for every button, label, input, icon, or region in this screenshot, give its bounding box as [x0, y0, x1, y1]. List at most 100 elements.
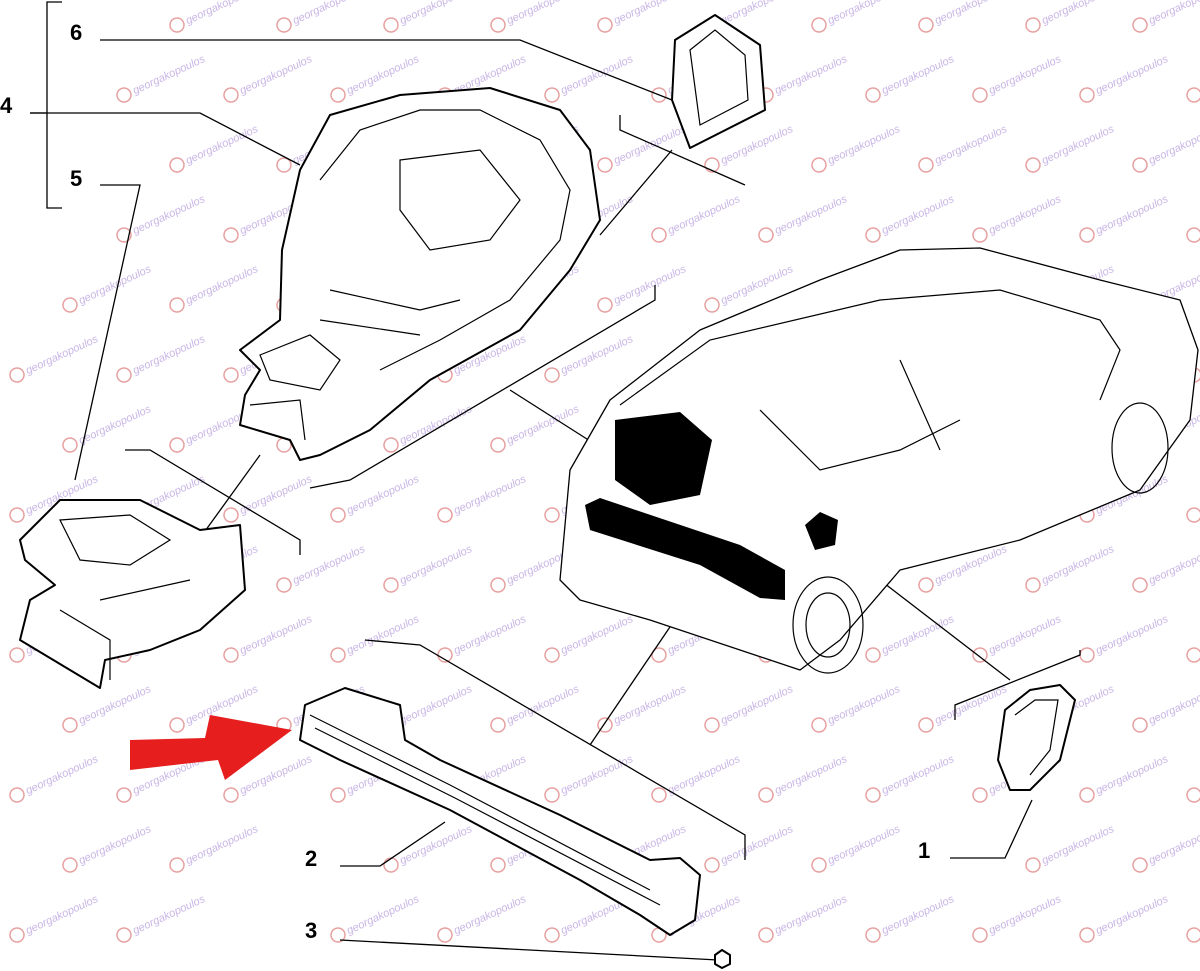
watermark-logo: georgakopoulos [544, 613, 635, 663]
svg-text:georgakopoulos: georgakopoulos [452, 613, 528, 657]
svg-text:georgakopoulos: georgakopoulos [1147, 683, 1200, 727]
watermark-logo: georgakopoulos [276, 543, 367, 593]
bracket-2 [364, 639, 746, 860]
svg-text:georgakopoulos: georgakopoulos [24, 753, 100, 797]
watermark-logo: georgakopoulos [276, 0, 367, 33]
highlight-arrow [130, 715, 292, 780]
svg-text:georgakopoulos: georgakopoulos [1094, 893, 1170, 937]
watermark-logo: georgakopoulos [490, 403, 581, 453]
watermark-logo: georgakopoulos [1025, 0, 1116, 33]
watermark-logo: georgakopoulos [1186, 647, 1200, 663]
part-1-cover [997, 684, 1076, 791]
svg-text:georgakopoulos: georgakopoulos [291, 543, 367, 587]
svg-text:georgakopoulos: georgakopoulos [880, 193, 956, 237]
watermark-logo: georgakopoulos [597, 683, 688, 733]
callout-2: 2 [305, 846, 317, 871]
group-bracket [30, 1, 62, 209]
highlight-cover [805, 512, 838, 550]
callout-4: 4 [0, 93, 13, 118]
link-6 [599, 149, 673, 236]
car-illustration [559, 247, 1199, 674]
watermark-logo: georgakopoulos [865, 53, 956, 103]
part-5-support [19, 499, 246, 689]
watermark-logo: georgakopoulos [597, 0, 688, 33]
watermark-logo: georgakopoulos [544, 753, 635, 803]
svg-text:georgakopoulos: georgakopoulos [719, 683, 795, 727]
watermark-logo: georgakopoulos [972, 193, 1063, 243]
svg-text:georgakopoulos: georgakopoulos [1040, 0, 1116, 27]
watermark-logo: georgakopoulos [437, 893, 528, 943]
watermark-logo: georgakopoulos [758, 753, 849, 803]
watermark-logo: georgakopoulos [1186, 787, 1200, 803]
svg-text:georgakopoulos: georgakopoulos [612, 263, 688, 307]
svg-text:georgakopoulos: georgakopoulos [184, 823, 260, 867]
watermark-logo: georgakopoulos [62, 263, 153, 313]
watermark-logo: georgakopoulos [865, 613, 956, 663]
svg-text:georgakopoulos: georgakopoulos [880, 893, 956, 937]
svg-text:georgakopoulos: georgakopoulos [398, 683, 474, 727]
watermark-logo: georgakopoulos [116, 893, 207, 943]
watermark-logo: georgakopoulos [1025, 543, 1116, 593]
watermark-logo: georgakopoulos [62, 403, 153, 453]
watermark-logo: georgakopoulos [651, 753, 742, 803]
svg-text:georgakopoulos: georgakopoulos [1147, 123, 1200, 167]
svg-text:georgakopoulos: georgakopoulos [719, 823, 795, 867]
watermark-logo: georgakopoulos [811, 123, 902, 173]
watermark-logo: georgakopoulos [9, 753, 100, 803]
svg-text:georgakopoulos: georgakopoulos [291, 0, 367, 27]
watermark-logo: georgakopoulos [330, 613, 421, 663]
svg-text:georgakopoulos: georgakopoulos [880, 53, 956, 97]
svg-text:georgakopoulos: georgakopoulos [612, 683, 688, 727]
svg-text:georgakopoulos: georgakopoulos [505, 683, 581, 727]
callout-5: 5 [70, 166, 82, 191]
watermark-logo: georgakopoulos [811, 823, 902, 873]
part-3-nut [714, 949, 731, 969]
watermark-logo: georgakopoulos [62, 823, 153, 873]
svg-text:georgakopoulos: georgakopoulos [773, 893, 849, 937]
watermark-logo: georgakopoulos [1132, 683, 1200, 733]
svg-text:georgakopoulos: georgakopoulos [880, 613, 956, 657]
watermark-logo: georgakopoulos [597, 263, 688, 313]
svg-text:georgakopoulos: georgakopoulos [77, 683, 153, 727]
svg-text:georgakopoulos: georgakopoulos [345, 53, 421, 97]
svg-text:georgakopoulos: georgakopoulos [826, 683, 902, 727]
watermark-logo: georgakopoulos [918, 0, 1009, 33]
bracket-4 [309, 285, 656, 489]
watermark-logo: georgakopoulos [758, 53, 849, 103]
bracket-5 [125, 449, 301, 555]
watermark-logo: georgakopoulos [169, 0, 260, 33]
part-4-wheel-housing [239, 87, 601, 461]
watermark-logo: georgakopoulos [169, 263, 260, 313]
watermark-logo: georgakopoulos [9, 333, 100, 383]
watermark-logo: georgakopoulos [1132, 123, 1200, 173]
svg-text:georgakopoulos: georgakopoulos [1040, 123, 1116, 167]
watermark-logo: georgakopoulos [972, 893, 1063, 943]
svg-text:georgakopoulos: georgakopoulos [238, 613, 314, 657]
svg-text:georgakopoulos: georgakopoulos [131, 193, 207, 237]
svg-text:georgakopoulos: georgakopoulos [666, 753, 742, 797]
svg-text:georgakopoulos: georgakopoulos [612, 0, 688, 27]
callout-6: 6 [70, 20, 82, 45]
watermark-logo: georgakopoulos [972, 613, 1063, 663]
svg-text:georgakopoulos: georgakopoulos [184, 263, 260, 307]
watermark-logo: georgakopoulos [865, 193, 956, 243]
watermark-logo: georgakopoulos [1079, 893, 1170, 943]
part-2-bumper-reinforcement [299, 687, 701, 936]
svg-text:georgakopoulos: georgakopoulos [77, 403, 153, 447]
watermark-logo: georgakopoulos [1186, 87, 1200, 103]
svg-text:georgakopoulos: georgakopoulos [826, 0, 902, 27]
watermark-logo: georgakopoulos [437, 613, 528, 663]
watermark-logo: georgakopoulos [330, 893, 421, 943]
svg-text:georgakopoulos: georgakopoulos [559, 613, 635, 657]
watermark-logo: georgakopoulos [1186, 507, 1200, 523]
svg-text:georgakopoulos: georgakopoulos [773, 753, 849, 797]
svg-text:georgakopoulos: georgakopoulos [505, 403, 581, 447]
watermark-logo: georgakopoulos [1079, 53, 1170, 103]
watermark-logo: georgakopoulos [116, 333, 207, 383]
svg-text:georgakopoulos: georgakopoulos [77, 823, 153, 867]
watermark-logo: georgakopoulos [1186, 927, 1200, 943]
svg-text:georgakopoulos: georgakopoulos [1094, 193, 1170, 237]
watermark-logo: georgakopoulos [116, 53, 207, 103]
svg-text:georgakopoulos: georgakopoulos [505, 0, 581, 27]
